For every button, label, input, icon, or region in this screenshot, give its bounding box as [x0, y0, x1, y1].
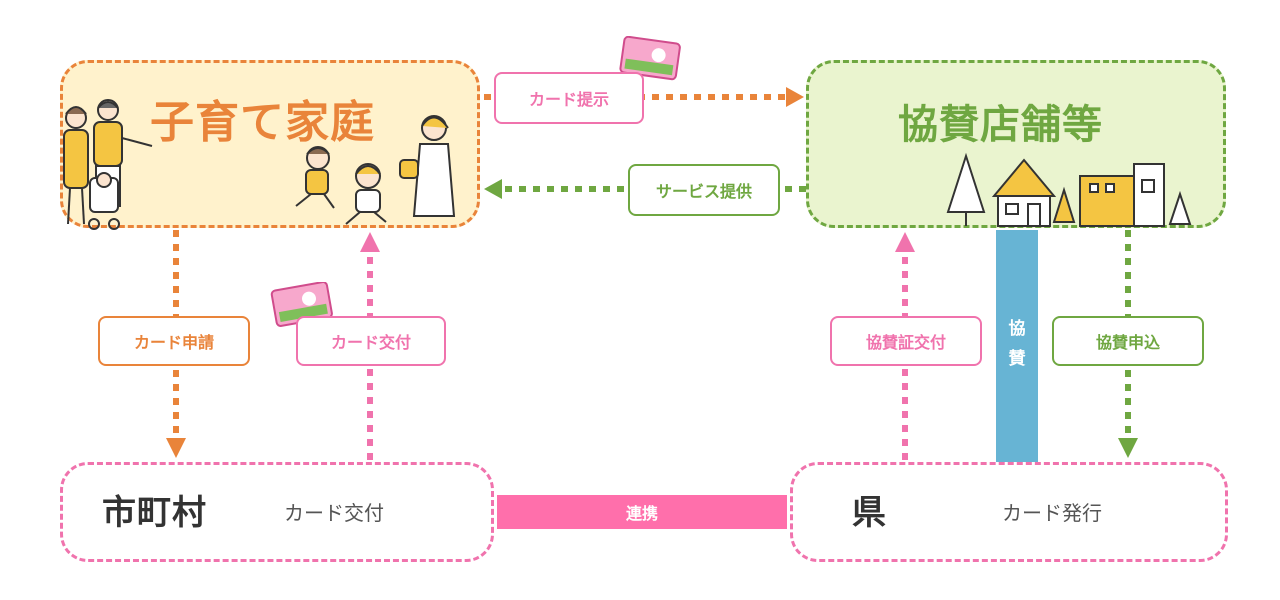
- shop-building-icon: [1079, 163, 1165, 227]
- store-illustration: [946, 152, 1192, 227]
- arrow-card-present: [484, 87, 804, 107]
- node-city-title: 市町村: [102, 493, 207, 533]
- node-family-title: 子育て家庭: [150, 97, 375, 148]
- edge-label-cert-issue: 協賛証交付: [830, 316, 982, 366]
- edge-label-card-present: カード提示: [494, 72, 644, 124]
- running-child-icon: [295, 146, 335, 209]
- family-illustration: [63, 99, 456, 230]
- sponsor-bar-char-2: 賛: [1008, 349, 1026, 369]
- cooperation-bar: 連携: [497, 495, 787, 529]
- stroller-icon: [88, 172, 120, 230]
- tree-icon: [946, 152, 986, 226]
- arrow-service: [484, 179, 806, 199]
- house-icon: [991, 158, 1057, 227]
- node-prefecture-box: [790, 462, 1228, 562]
- father-figure-icon: [93, 99, 153, 207]
- mother-right-icon: [399, 115, 456, 217]
- node-family-box: [60, 60, 480, 228]
- edge-label-card-issue: カード交付: [296, 316, 446, 366]
- card-icon-top: [619, 36, 681, 81]
- edge-label-sponsor-apply: 協賛申込: [1052, 316, 1204, 366]
- mother-figure-icon: [63, 106, 89, 225]
- sponsor-bar-char-1: 協: [1008, 319, 1026, 339]
- sponsor-bar: 協 賛: [996, 230, 1038, 462]
- node-prefecture-title: 県: [852, 493, 887, 533]
- edge-label-card-apply: カード申請: [98, 316, 250, 366]
- edge-label-service: サービス提供: [628, 164, 780, 216]
- node-city-subtitle: カード交付: [284, 501, 384, 525]
- node-prefecture-subtitle: カード発行: [1002, 501, 1102, 525]
- tree-small-icon: [1052, 186, 1192, 225]
- node-store-title: 協賛店舗等: [898, 102, 1103, 148]
- running-girl-icon: [345, 163, 387, 225]
- node-city-box: [60, 462, 494, 562]
